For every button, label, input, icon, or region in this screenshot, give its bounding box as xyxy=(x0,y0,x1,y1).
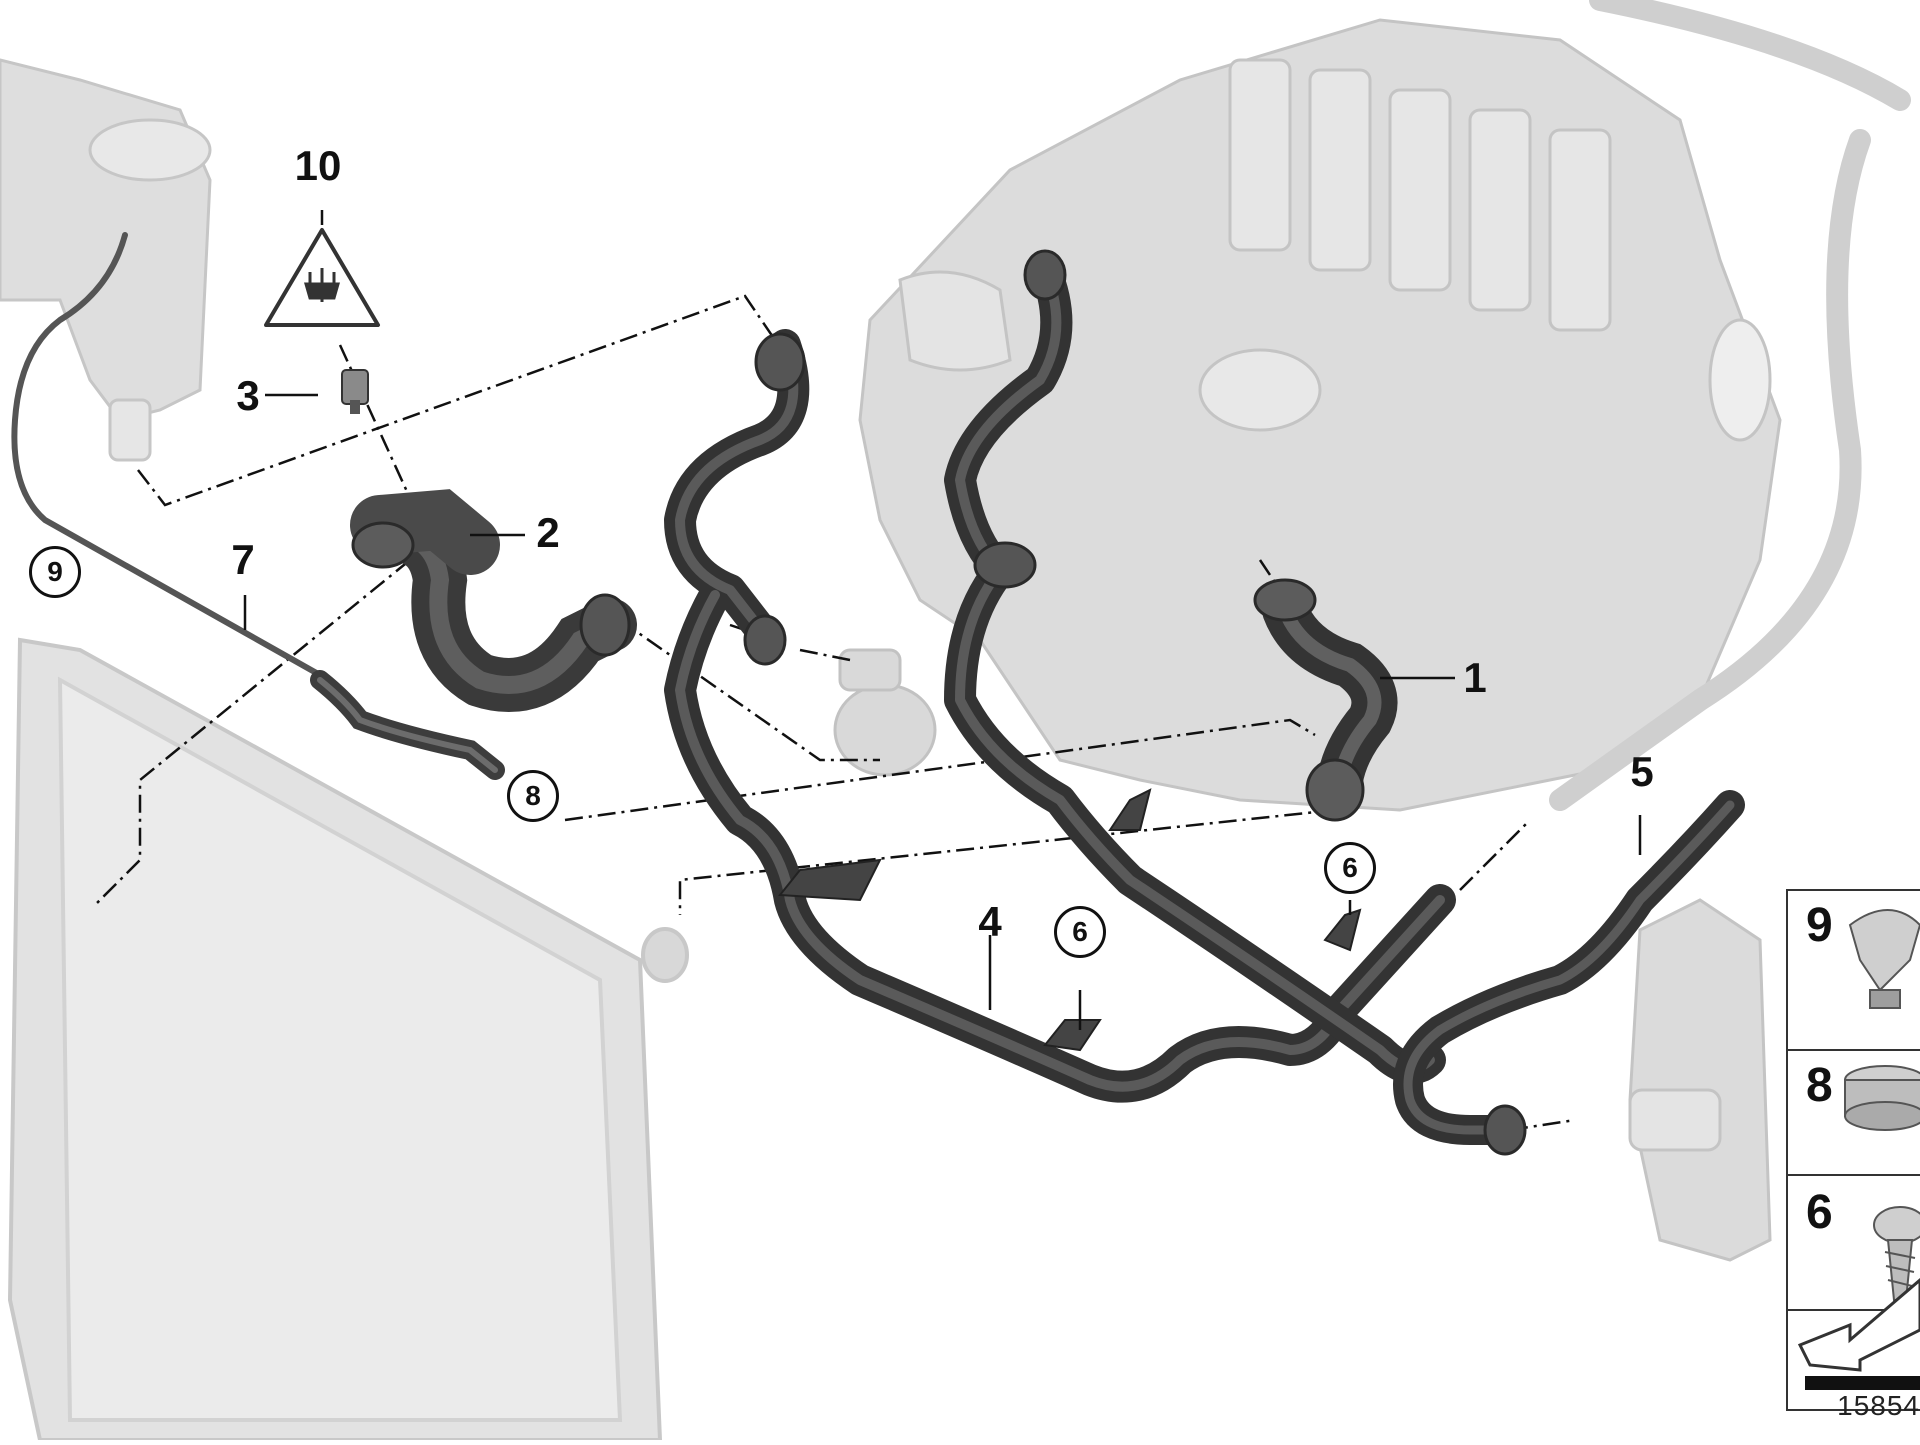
hose-2 xyxy=(350,489,637,712)
hose-4 xyxy=(664,329,1456,1103)
callout-9-label: 9 xyxy=(47,556,63,587)
callout-7: 7 xyxy=(231,536,255,583)
level-sensor-cable xyxy=(11,232,323,678)
legend-number-6: 6 xyxy=(1806,1186,1833,1239)
thermostat xyxy=(833,648,937,777)
callout-9-circled: 9 xyxy=(29,546,81,598)
callout-6-circled-right: 6 xyxy=(1324,842,1376,894)
brackets xyxy=(778,788,1362,1052)
parts-legend xyxy=(1786,889,1920,1411)
t-connector xyxy=(973,541,1037,589)
callout-6-right-label: 6 xyxy=(1342,852,1358,883)
drawing-number: 15854 xyxy=(1837,1390,1920,1421)
callout-6-circled-left: 6 xyxy=(1054,906,1106,958)
callout-2: 2 xyxy=(536,509,560,556)
auxiliary-pump xyxy=(1628,898,1772,1262)
radiator xyxy=(7,637,689,1442)
callout-6-left-label: 6 xyxy=(1072,916,1088,947)
warning-triangle-icon xyxy=(264,228,380,327)
callout-8-label: 8 xyxy=(525,780,541,811)
callout-10: 10 xyxy=(294,142,342,189)
hose-4-branch-connector xyxy=(743,614,787,666)
screw-icon xyxy=(1873,1206,1920,1301)
install-location-arrow-icon xyxy=(1797,1278,1920,1390)
hose-7 xyxy=(310,670,505,780)
hose-1-upper-end xyxy=(1253,578,1317,622)
hose-2-end-b xyxy=(579,593,631,657)
upper-connector xyxy=(1023,249,1067,301)
callout-5: 5 xyxy=(1630,748,1654,795)
callout-3: 3 xyxy=(236,372,260,419)
engine-block xyxy=(858,18,1782,812)
upper-right-pipe xyxy=(1549,0,1911,811)
callout-1: 1 xyxy=(1463,654,1487,701)
hose-1-lower-end xyxy=(1305,758,1365,822)
temperature-sensor xyxy=(341,369,369,414)
callout-4: 4 xyxy=(978,898,1002,945)
hose-2-end-a xyxy=(351,521,415,569)
hose-5 xyxy=(1393,790,1745,1145)
hose-5-lower-end xyxy=(1483,1104,1527,1156)
callout-leaders xyxy=(243,210,1642,1030)
hose-4-branch xyxy=(944,254,1446,1084)
expansion-tank xyxy=(0,58,212,462)
hose-clamp-icon xyxy=(1844,1065,1920,1131)
hose-1 xyxy=(1262,587,1398,803)
legend-number-8: 8 xyxy=(1806,1059,1833,1112)
clip-icon xyxy=(1848,909,1920,1009)
hose-4-upper-connector xyxy=(754,332,806,392)
legend-number-9: 9 xyxy=(1806,899,1833,952)
callout-8-circled: 8 xyxy=(507,770,559,822)
